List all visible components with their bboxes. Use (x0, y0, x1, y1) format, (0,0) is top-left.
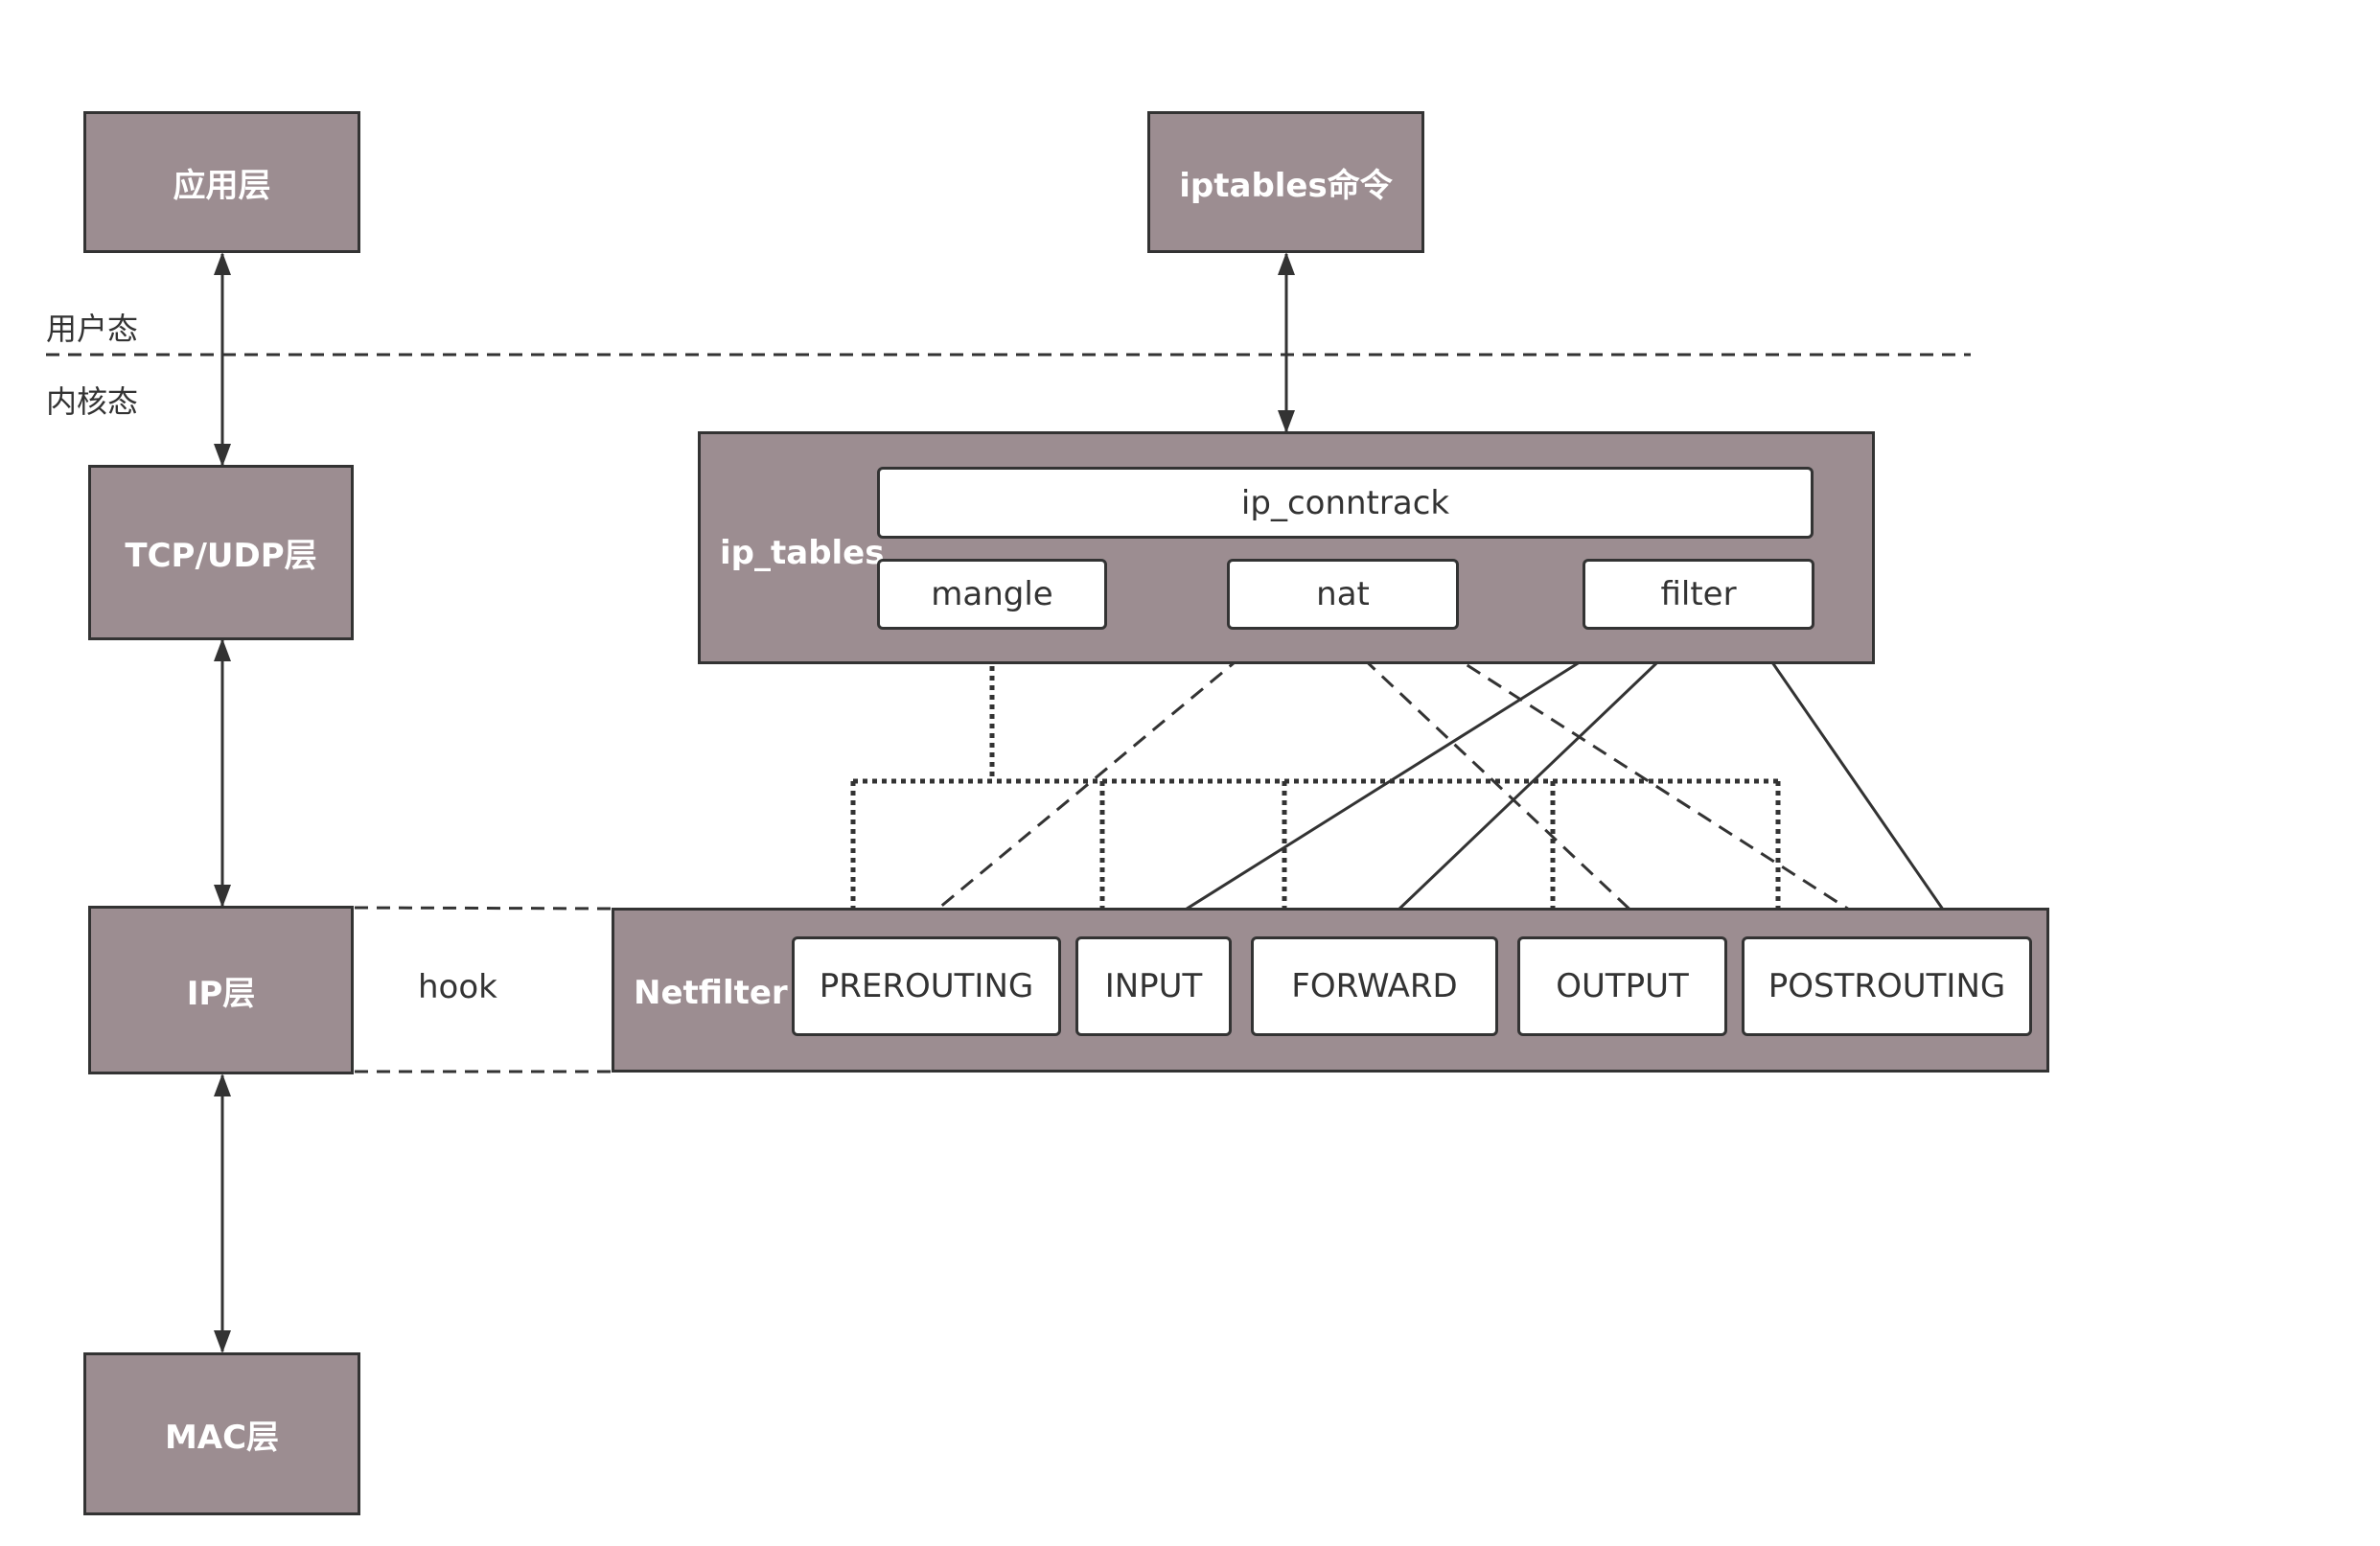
kernel-space-label: 内核态 (46, 383, 139, 420)
user-space-label: 用户态 (46, 311, 139, 347)
netfilter-label: Netfilter (634, 974, 788, 1012)
tcp-udp-layer-box: TCP/UDP层 (88, 465, 354, 640)
hook-line-top (354, 906, 612, 911)
mangle-dotted-connectors (844, 628, 1787, 936)
netfilter-container: Netfilter PREROUTING INPUT FORWARD OUTPU… (612, 908, 2049, 1073)
table-nat: nat (1227, 559, 1459, 630)
tcp-udp-layer-label: TCP/UDP层 (125, 537, 317, 575)
mac-layer-label: MAC层 (164, 1418, 280, 1457)
chain-input: INPUT (1075, 936, 1232, 1036)
app-layer-box: 应用层 (83, 111, 360, 253)
chain-output: OUTPUT (1517, 936, 1727, 1036)
ip-conntrack-label: ip_conntrack (1240, 483, 1450, 522)
chain-prerouting: PREROUTING (792, 936, 1061, 1036)
hook-label: hook (418, 968, 497, 1006)
ip-tables-label: ip_tables (720, 534, 885, 572)
ip-tables-container: ip_tables ip_conntrack mangle nat filter (698, 431, 1875, 664)
ip-conntrack-box: ip_conntrack (877, 467, 1814, 539)
filter-solid-connectors (1148, 623, 1960, 934)
table-mangle: mangle (877, 559, 1107, 630)
chain-postrouting: POSTROUTING (1742, 936, 2032, 1036)
chain-output-label: OUTPUT (1556, 967, 1689, 1005)
iptables-command-box: iptables命令 (1147, 111, 1424, 253)
ip-layer-box: IP层 (88, 906, 354, 1074)
table-filter-label: filter (1660, 575, 1737, 613)
chain-forward-label: FORWARD (1291, 967, 1458, 1005)
app-layer-label: 应用层 (173, 166, 271, 205)
table-nat-label: nat (1316, 575, 1370, 613)
nat-dashed-connectors (909, 623, 1885, 934)
ip-layer-label: IP层 (186, 974, 256, 1013)
iptables-command-label: iptables命令 (1179, 166, 1393, 205)
table-mangle-label: mangle (931, 575, 1053, 613)
chain-postrouting-label: POSTROUTING (1768, 967, 2006, 1005)
chain-prerouting-label: PREROUTING (819, 967, 1034, 1005)
chain-forward: FORWARD (1251, 936, 1498, 1036)
table-filter: filter (1583, 559, 1814, 630)
mac-layer-box: MAC层 (83, 1352, 360, 1515)
chain-input-label: INPUT (1104, 967, 1203, 1005)
